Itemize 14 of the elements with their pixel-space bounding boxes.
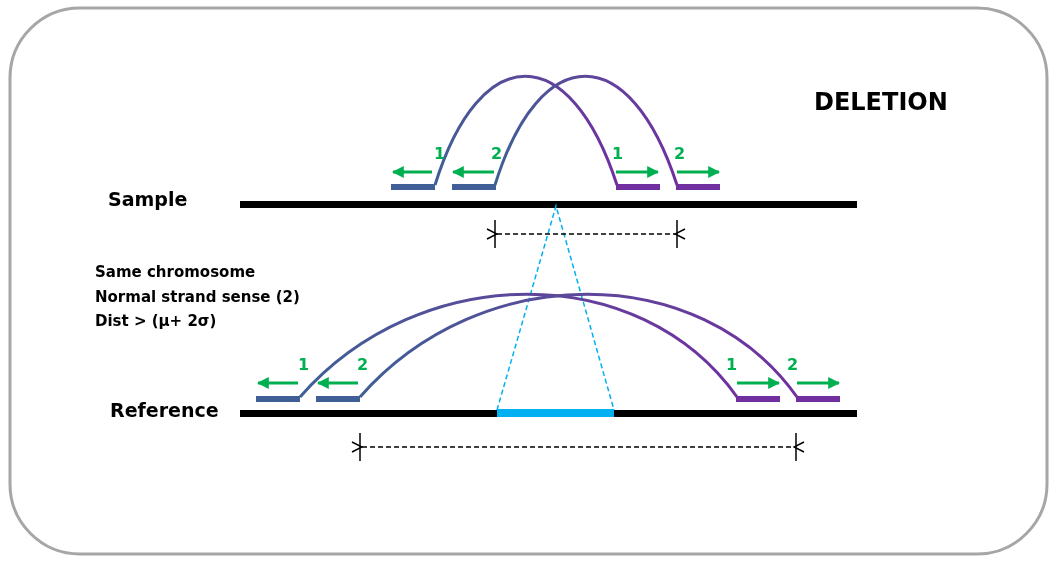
read-number: 1 [726,357,738,373]
read-number: 1 [434,146,446,162]
read-number: 1 [298,357,310,373]
read-number: 2 [491,146,503,162]
read-number: 2 [357,357,369,373]
track-label: Sample [108,190,188,209]
note-text: Normal strand sense (2) [95,290,300,305]
read-number: 2 [674,146,686,162]
track-label: Reference [110,401,219,420]
note-text: Same chromosome [95,265,256,280]
read-number: 1 [612,146,624,162]
diagram-title: DELETION [814,90,948,114]
read-number: 2 [787,357,799,373]
note-text: Dist > (μ+ 2σ) [95,314,217,329]
